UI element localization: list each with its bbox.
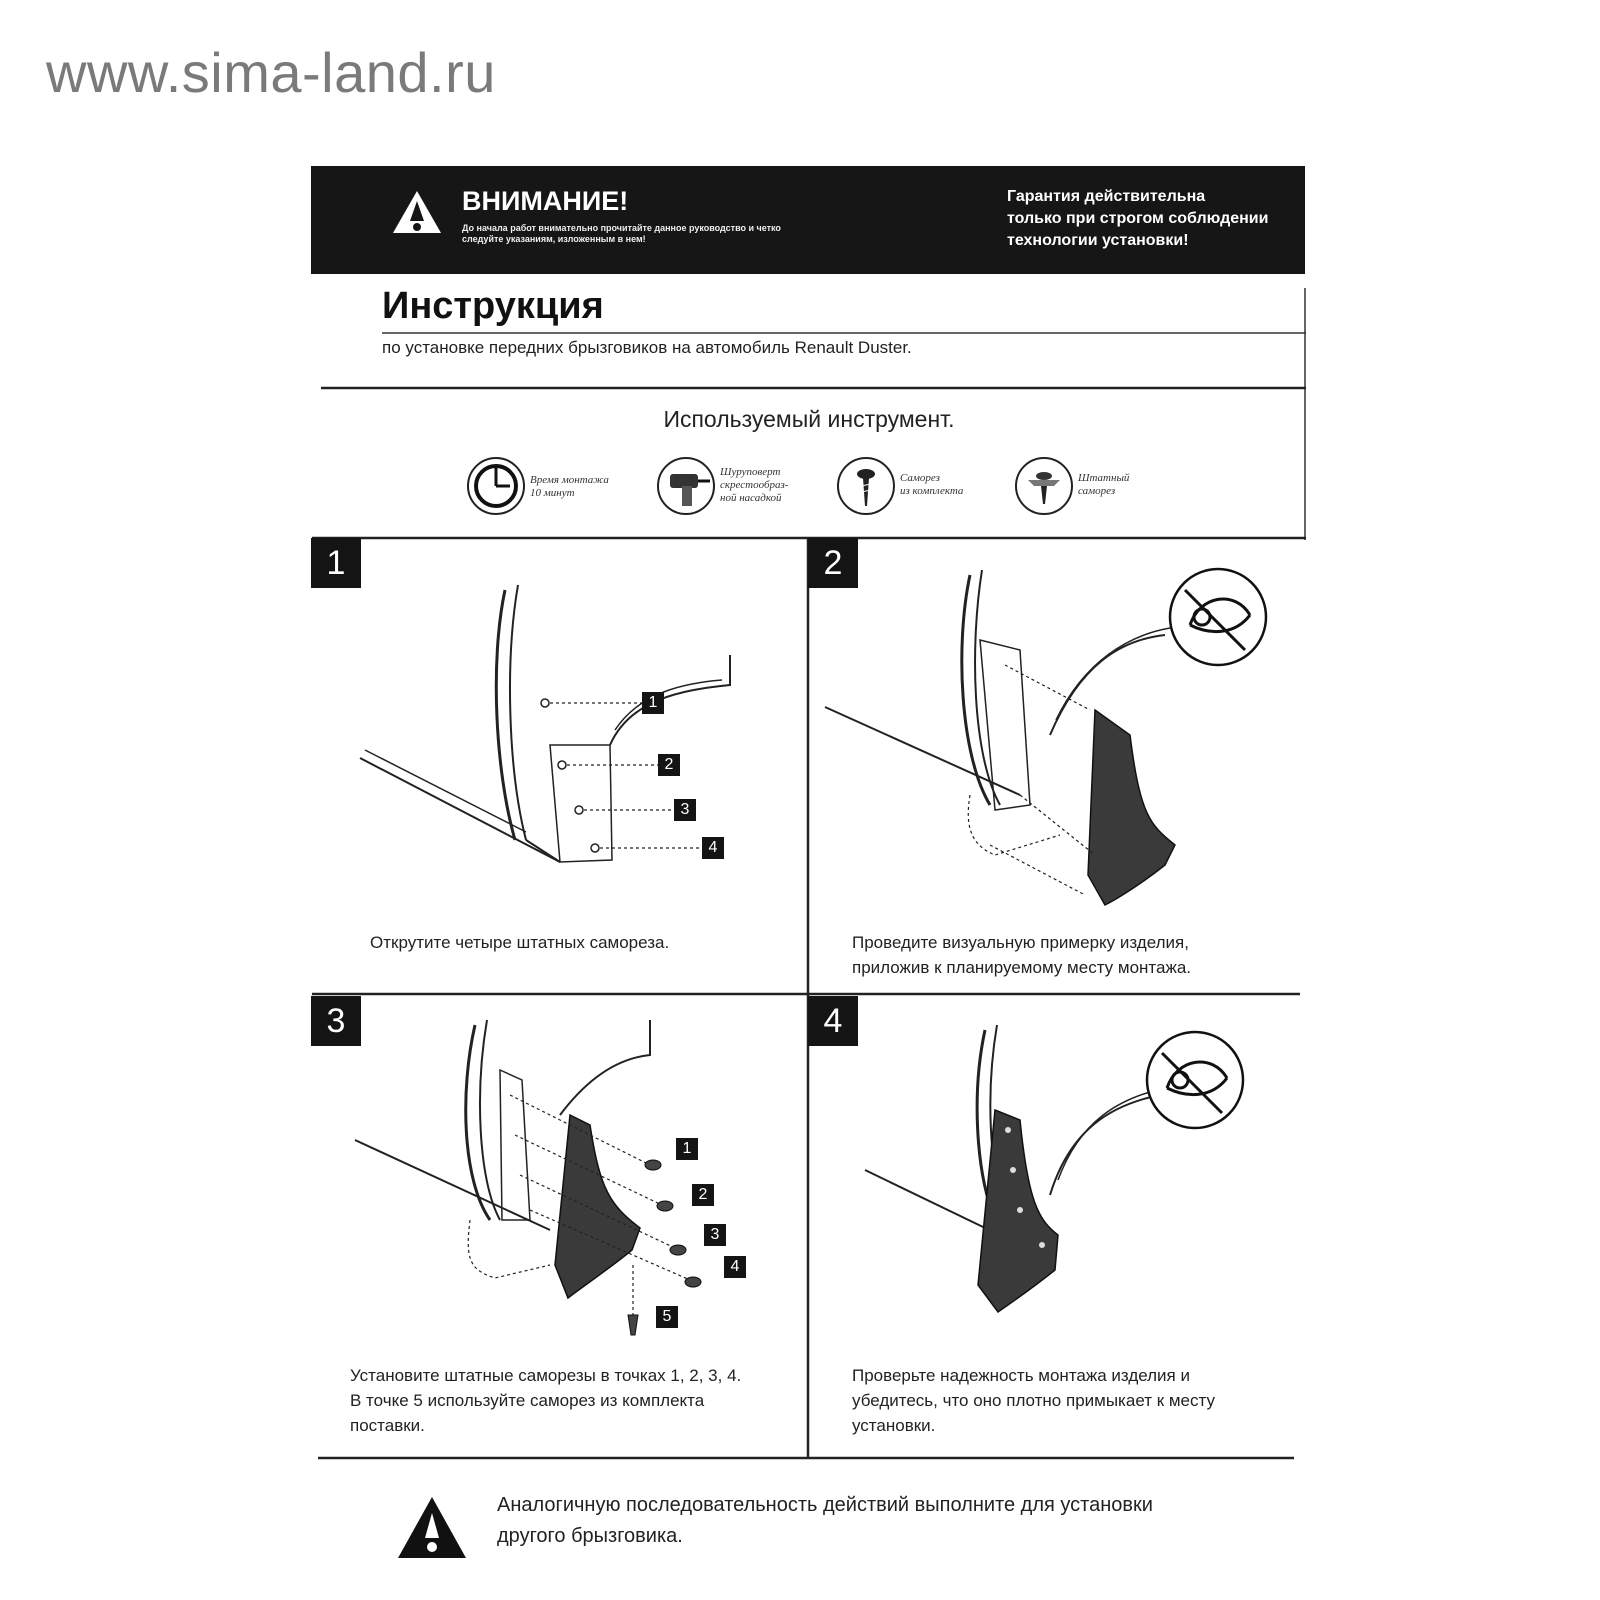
eye-inspection-icon <box>1168 567 1268 667</box>
step-4-number: 4 <box>808 996 858 1046</box>
footer-warning-icon <box>398 1497 466 1558</box>
tool-standard-screw: Штатный саморез <box>1014 456 1184 516</box>
guarantee-note: Гарантия действительна только при строго… <box>1007 188 1269 249</box>
clip-screw-icon <box>1015 457 1073 515</box>
step-1-callout-2: 2 <box>658 754 680 776</box>
tool-kit-screw: Саморез из комплекта <box>836 456 1006 516</box>
tool-standard-screw-label: Штатный саморез <box>1078 472 1130 497</box>
site-watermark: www.sima-land.ru <box>46 41 496 104</box>
warning-text: До начала работ внимательно прочитайте д… <box>462 223 781 244</box>
step-2-illustration <box>824 567 1268 906</box>
tool-screwdriver-label: Шуруповерт скрестообраз- ной насадкой <box>720 466 789 504</box>
step-3-illustration <box>354 1019 702 1336</box>
step-3-callout-3: 3 <box>704 1224 726 1246</box>
warning-banner: ВНИМАНИЕ! До начала работ внимательно пр… <box>311 166 1305 274</box>
step-3-callout-2: 2 <box>692 1184 714 1206</box>
footer-note: Аналогичную последовательность действий … <box>497 1494 1153 1547</box>
step-1-illustration <box>359 584 731 863</box>
tool-time: Время монтажа 10 минут <box>466 456 636 516</box>
step-1-caption: Открутите четыре штатных самореза. <box>370 933 670 952</box>
eye-check-icon <box>1145 1030 1245 1130</box>
step-3-callout-4: 4 <box>724 1256 746 1278</box>
step-1-number: 1 <box>311 538 361 588</box>
clock-icon <box>467 457 525 515</box>
step-3-callout-1: 1 <box>676 1138 698 1160</box>
step-1-callout-3: 3 <box>674 799 696 821</box>
step-2-number: 2 <box>808 538 858 588</box>
screwdriver-icon <box>657 457 715 515</box>
tool-time-label: Время монтажа 10 минут <box>530 474 609 499</box>
step-1-callout-4: 4 <box>702 837 724 859</box>
step-3-caption: Установите штатные саморезы в точках 1, … <box>350 1366 742 1435</box>
page-subtitle: по установке передних брызговиков на авт… <box>382 338 912 357</box>
step-4-caption: Проверьте надежность монтажа изделия и у… <box>852 1366 1215 1435</box>
warning-triangle-icon <box>393 191 441 233</box>
tool-screwdriver: Шуруповерт скрестообраз- ной насадкой <box>656 456 826 516</box>
tools-title: Используемый инструмент. <box>663 406 955 432</box>
tool-kit-screw-label: Саморез из комплекта <box>900 472 964 497</box>
warning-title: ВНИМАНИЕ! <box>462 186 629 216</box>
screw-icon <box>837 457 895 515</box>
step-3-callout-5: 5 <box>656 1306 678 1328</box>
step-4-illustration <box>864 1024 1245 1314</box>
step-3-number: 3 <box>311 996 361 1046</box>
page-title: Инструкция <box>382 285 604 327</box>
step-2-caption: Проведите визуальную примерку изделия, п… <box>852 933 1192 977</box>
step-1-callout-1: 1 <box>642 692 664 714</box>
